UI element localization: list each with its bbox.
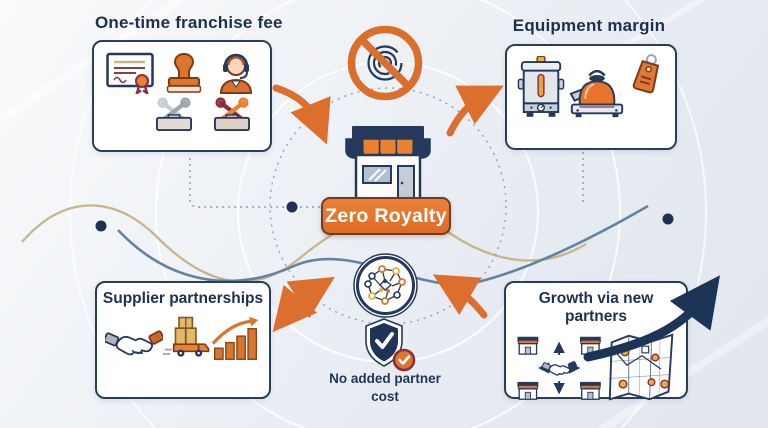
rice-cooker-icon bbox=[517, 56, 565, 117]
equipment-margin-title: Equipment margin bbox=[512, 16, 666, 35]
supplier-partnerships-panel: Supplier partnerships bbox=[95, 281, 271, 399]
decor-dot bbox=[662, 213, 674, 225]
supplier-partnerships-title: Supplier partnerships bbox=[102, 290, 264, 307]
franchise-fee-title: One-time franchise fee bbox=[95, 13, 283, 32]
dotted-connector-left bbox=[189, 158, 330, 208]
franchise-fee-panel bbox=[92, 40, 272, 152]
equipment-margin-panel bbox=[505, 44, 677, 150]
partner-network-icon bbox=[352, 252, 419, 319]
prohibition-spiral-icon bbox=[344, 22, 426, 104]
growth-partners-panel: Growth via new partners bbox=[504, 281, 688, 401]
zero-royalty-badge: Zero Royalty bbox=[321, 197, 451, 235]
growth-partners-title: Growth via new partners bbox=[538, 290, 654, 325]
toolbox-orange-icon bbox=[214, 97, 250, 132]
stamp-icon bbox=[166, 52, 202, 93]
handshake-icon bbox=[105, 330, 163, 356]
partner-cost-caption: No added partner cost bbox=[329, 371, 441, 404]
price-tag-icon bbox=[632, 54, 660, 94]
dashed-orbit-circle bbox=[269, 87, 507, 325]
shield-check-icon bbox=[362, 317, 418, 373]
store-door bbox=[397, 165, 415, 200]
store-grid-icon bbox=[516, 336, 602, 400]
growth-chart-icon bbox=[211, 316, 259, 360]
certificate-icon bbox=[106, 52, 154, 94]
decor-dot bbox=[286, 201, 298, 213]
delivery-boxes-icon bbox=[162, 316, 210, 357]
tan-wave-line bbox=[21, 204, 587, 283]
toolbox-grey-icon bbox=[156, 97, 192, 132]
support-agent-icon bbox=[219, 53, 253, 94]
decor-dot bbox=[95, 220, 107, 232]
kettle-stove-icon bbox=[569, 69, 624, 118]
expansion-map-icon bbox=[608, 333, 674, 401]
store-window bbox=[362, 165, 392, 184]
